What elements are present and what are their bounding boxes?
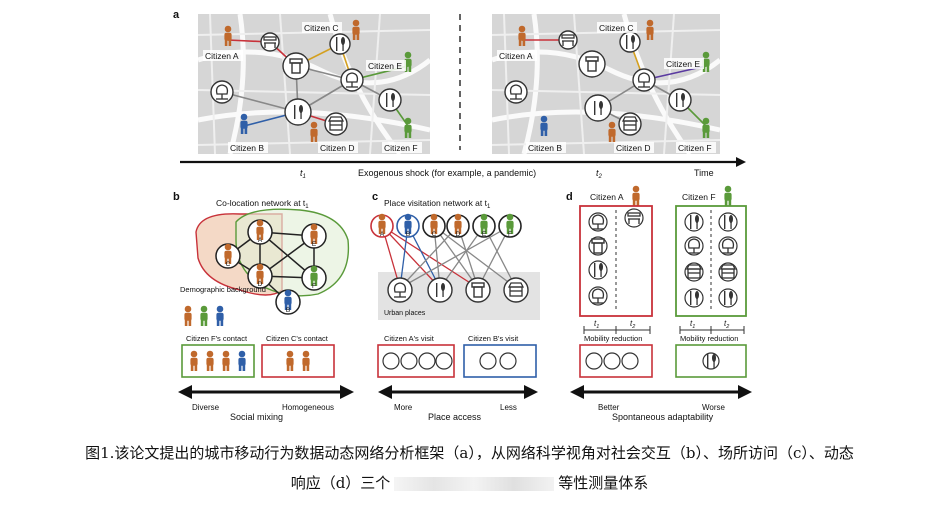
axis-c-title: Place access (428, 412, 482, 422)
panel-d: d Citizen A Citizen F (566, 185, 752, 422)
panel-d-label: d (566, 191, 573, 203)
citizen-c-label-right: Citizen C (599, 23, 633, 33)
axis-b-title: Social mixing (230, 412, 283, 422)
node-c-a: A (380, 231, 385, 238)
panel-b: b Co-location network at t1 (173, 191, 354, 422)
axis-d-left: Better (598, 403, 620, 412)
panel-b-label: b (173, 191, 180, 203)
shock-label: Exogenous shock (for example, a pandemic… (358, 168, 536, 178)
node-b-e: E (312, 241, 317, 248)
citizen-c-label-left: Citizen C (304, 23, 338, 33)
node-c-e: E (482, 231, 487, 238)
citizen-d-label-left: Citizen D (320, 143, 354, 153)
panel-c-title: Place visitation network at t1 (384, 198, 491, 210)
contact-c-label: Citizen C's contact (266, 334, 329, 343)
visit-b-label: Citizen B's visit (468, 334, 519, 343)
axis-b-right: Homogeneous (282, 403, 334, 412)
citizen-a-header: Citizen A (590, 192, 624, 202)
citizen-a-label-right: Citizen A (499, 51, 533, 61)
mobility-a-label: Mobility reduction (584, 334, 642, 343)
citizen-f-label-left: Citizen F (384, 143, 418, 153)
t1-label-d-a: t1 (594, 319, 599, 330)
axis-d-title: Spontaneous adaptability (612, 412, 714, 422)
citizen-f-header: Citizen F (682, 192, 716, 202)
contact-f-label: Citizen F's contact (186, 334, 248, 343)
citizen-e-label-right: Citizen E (666, 59, 700, 69)
panel-c: c Place visitation network at t1 (370, 191, 540, 422)
node-b-b: B (286, 307, 290, 314)
time-label: Time (694, 168, 714, 178)
citizen-b-label-right: Citizen B (528, 143, 562, 153)
node-b-d: D (258, 281, 263, 288)
map-right: Citizen A Citizen B Citizen C Citizen D … (491, 13, 722, 156)
axis-d-right: Worse (702, 403, 726, 412)
panel-a-label: a (173, 9, 180, 21)
map-left: Citizen A Citizen B Citizen C Citizen D … (197, 13, 432, 156)
citizen-f-label-right: Citizen F (678, 143, 712, 153)
mobility-f-label: Mobility reduction (680, 334, 738, 343)
caption-redaction (394, 477, 555, 491)
axis-b-left: Diverse (192, 403, 220, 412)
t2-label-d-a: t2 (630, 319, 635, 330)
panel-c-label: c (372, 191, 378, 203)
node-b-c: C (226, 261, 231, 268)
citizen-d-label-right: Citizen D (616, 143, 650, 153)
panel-b-title: Co-location network at t1 (216, 198, 309, 210)
citizen-a-label-left: Citizen A (205, 51, 239, 61)
caption-line-2: 响应（d）三个 等性测量体系 (0, 472, 939, 493)
caption-line-1: 图1.该论文提出的城市移动行为数据动态网络分析框架（a），从网络科学视角对社会交… (85, 444, 854, 462)
legend-line: Demographic background (180, 285, 266, 294)
caption-line-2-end: 等性测量体系 (558, 474, 649, 492)
axis-c-right: Less (500, 403, 517, 412)
contact-c-box (261, 344, 335, 378)
t1-label-d-f: t1 (690, 319, 695, 330)
visit-a-label: Citizen A's visit (384, 334, 435, 343)
node-b-a: A (258, 237, 263, 244)
citizen-b-label-left: Citizen B (230, 143, 264, 153)
t1-label-a: t1 (300, 168, 306, 180)
caption-line-2-start: 响应（d）三个 (290, 474, 391, 492)
node-c-b: B (406, 231, 410, 238)
t2-label-a: t2 (596, 168, 603, 180)
axis-c-left: More (394, 403, 413, 412)
citizen-e-label-left: Citizen E (368, 61, 402, 71)
node-b-f: F (312, 283, 316, 290)
node-c-f: F (508, 231, 512, 238)
panel-a: a (173, 9, 746, 180)
t2-label-d-f: t2 (724, 319, 729, 330)
node-c-c: C (432, 231, 437, 238)
urban-places-label: Urban places (384, 310, 426, 317)
node-c-d: D (456, 231, 461, 238)
